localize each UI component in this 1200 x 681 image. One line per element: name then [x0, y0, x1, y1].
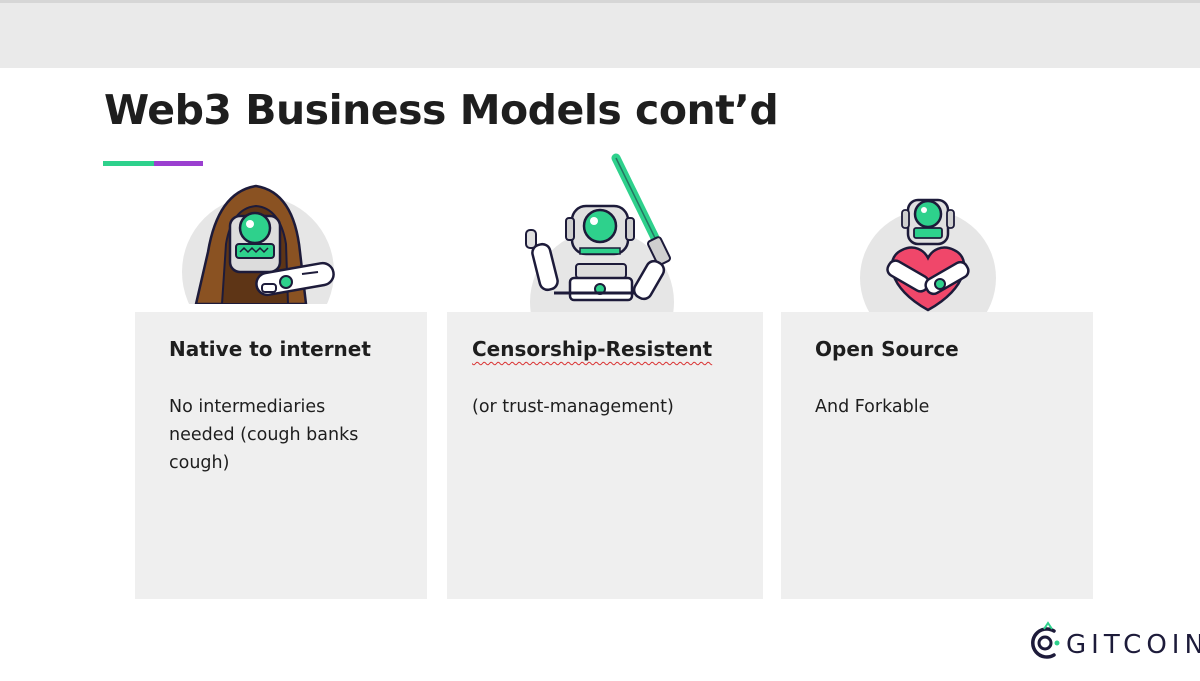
card-body: No intermediaries needed (cough banks co…	[169, 397, 359, 473]
spellcheck-underlined-title: Censorship-Resistent	[472, 337, 713, 361]
slide-title: Web3 Business Models cont’d	[104, 86, 779, 134]
lightsaber-robot-icon	[525, 153, 674, 312]
card-native-to-internet: Native to internet No intermediaries nee…	[135, 312, 427, 599]
hooded-robot-icon	[182, 184, 335, 304]
card-title: Censorship-Resistent	[472, 337, 712, 361]
card-body: And Forkable	[815, 397, 930, 417]
card-title: Native to internet	[169, 337, 371, 361]
title-accent-green	[103, 161, 154, 166]
gitcoin-logo: GITCOIN	[1028, 615, 1200, 667]
heart-robot-icon	[860, 198, 996, 312]
card-censorship-resistent: Censorship-Resistent (or trust-managemen…	[447, 312, 763, 599]
card-body: (or trust-management)	[472, 397, 674, 417]
top-bar	[0, 0, 1200, 68]
gitcoin-mark-icon	[1031, 621, 1060, 659]
card-open-source: Open Source And Forkable	[781, 312, 1093, 599]
gitcoin-wordmark: GITCOIN	[1066, 630, 1200, 660]
title-accent-purple	[154, 161, 203, 166]
card-title: Open Source	[815, 337, 959, 361]
